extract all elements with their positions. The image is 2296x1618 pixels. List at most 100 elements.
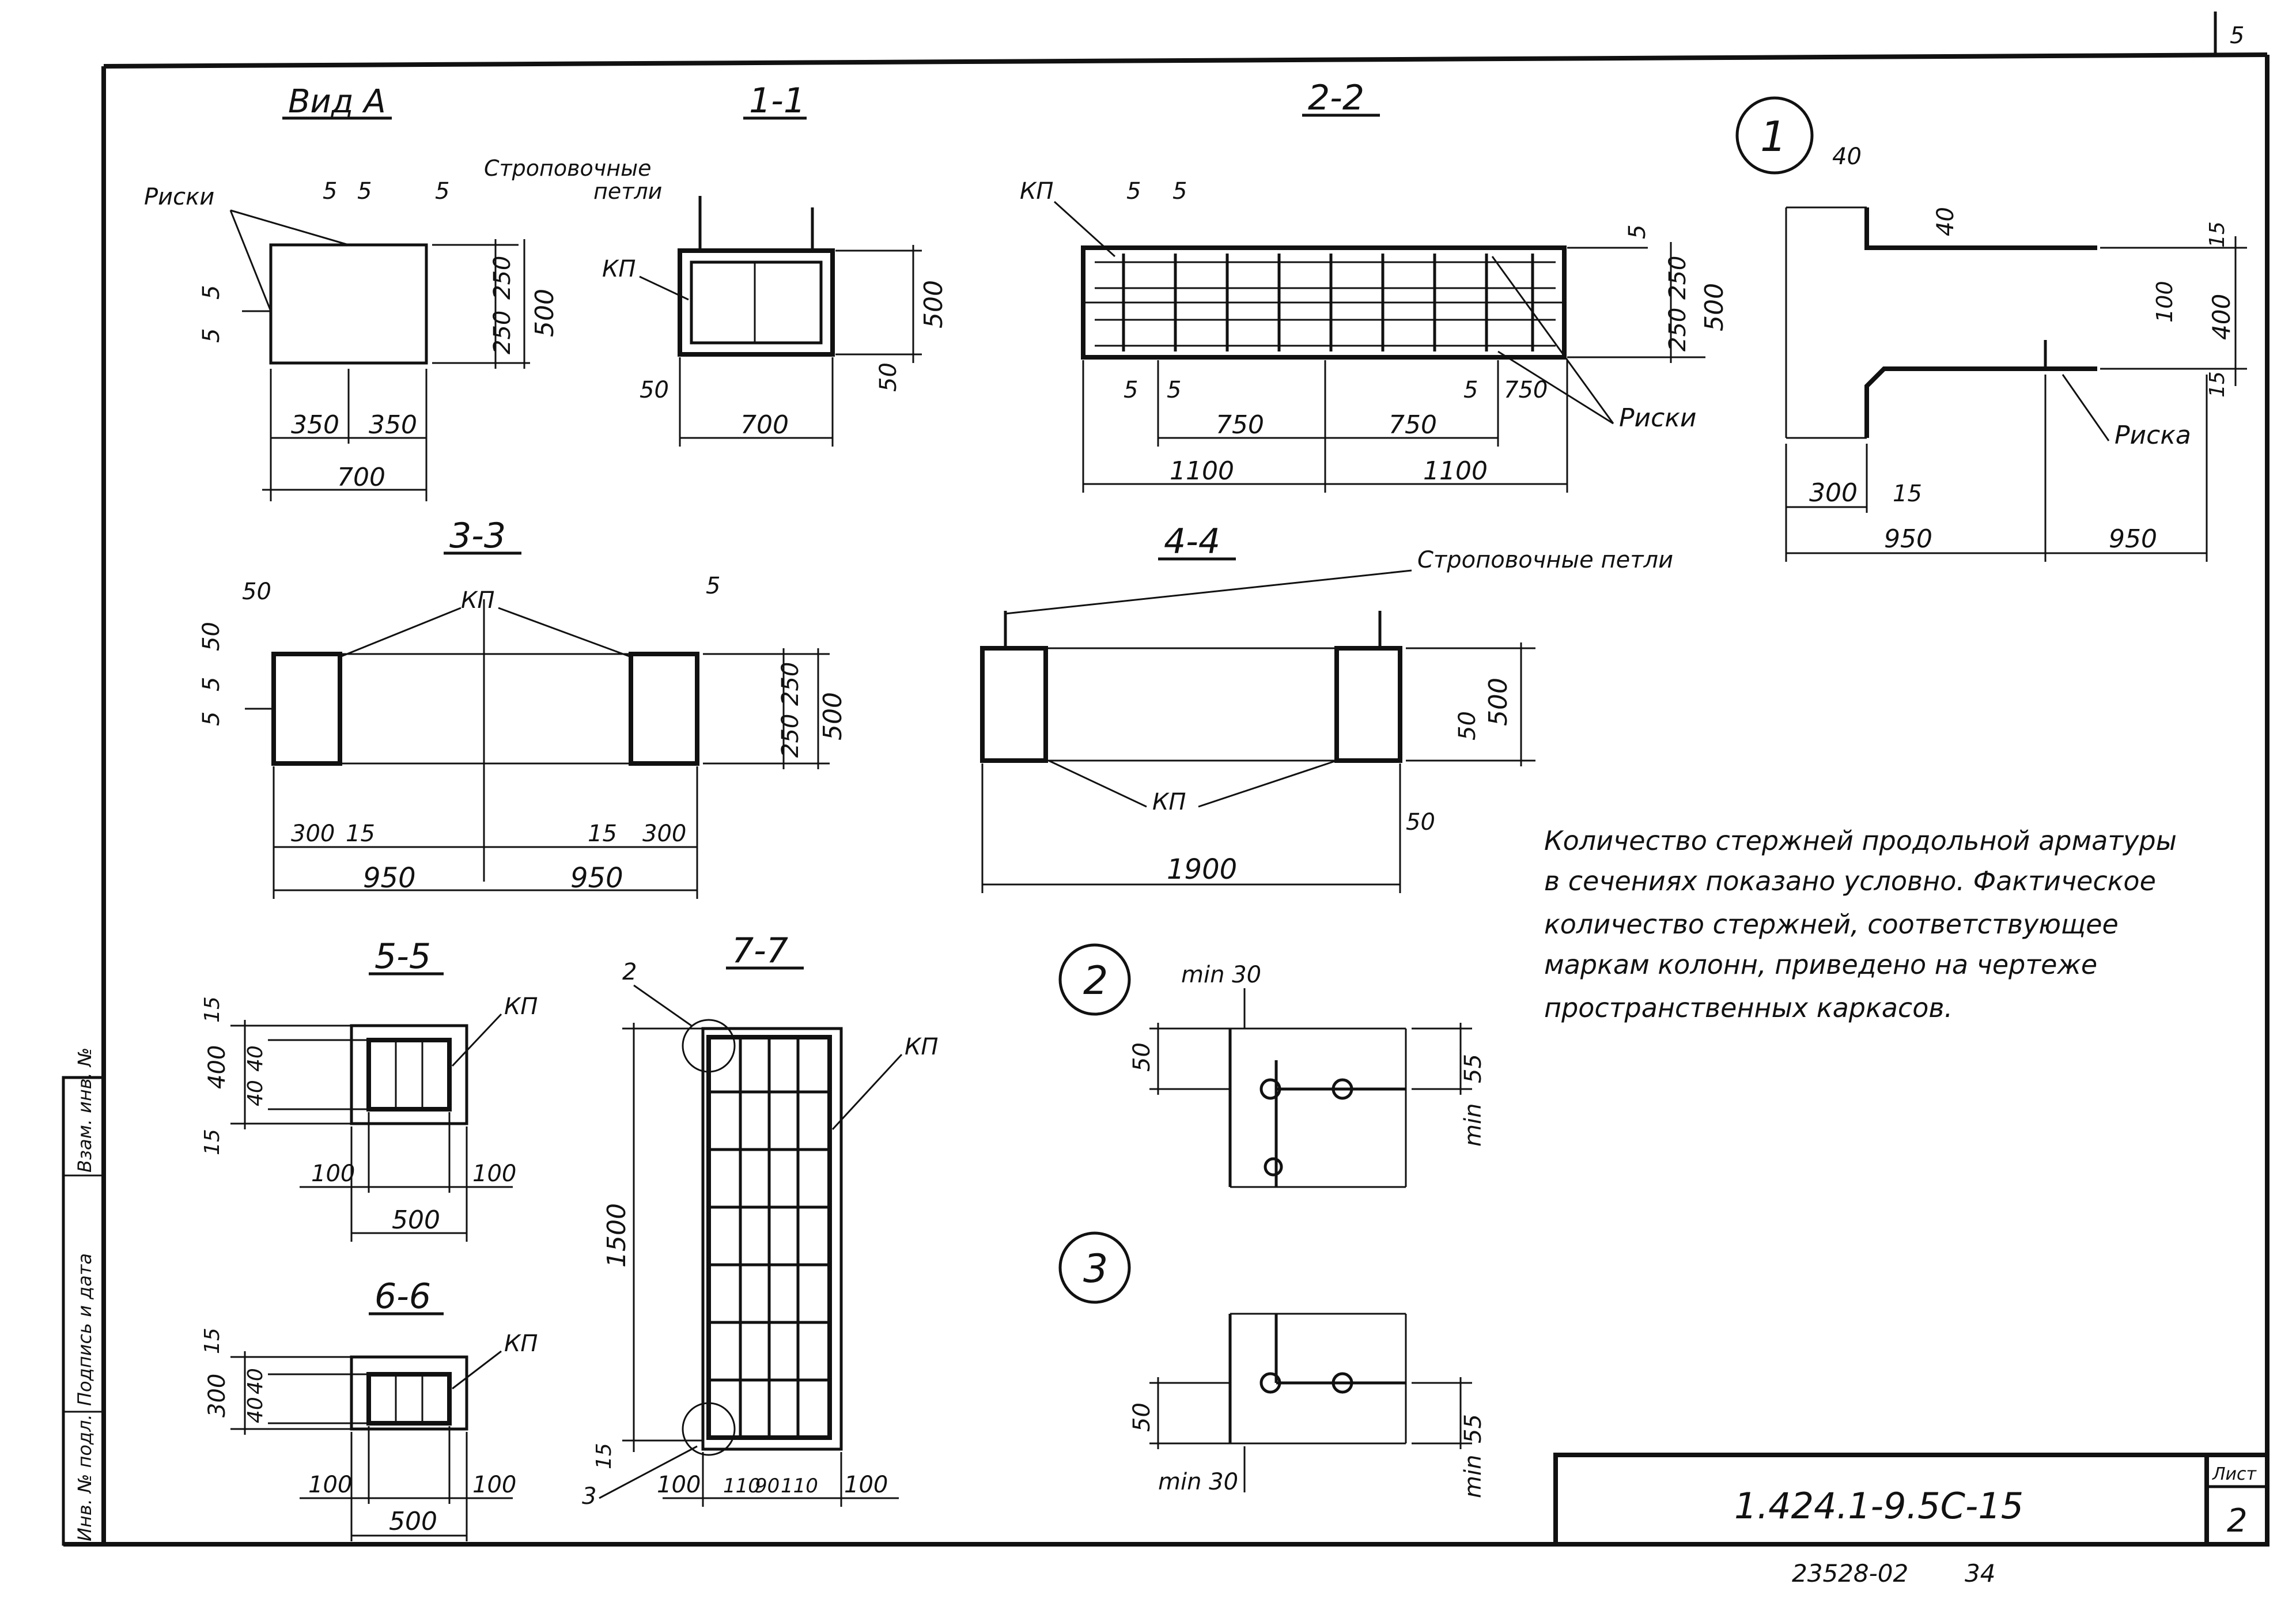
section-2-2-riski: Риски: [1619, 403, 1697, 433]
svg-text:min 30: min 30: [1158, 1469, 1238, 1495]
svg-text:5: 5: [435, 178, 449, 205]
node-3-num: 3: [1083, 1246, 1108, 1292]
svg-text:5: 5: [1463, 377, 1478, 403]
svg-text:5: 5: [706, 573, 720, 599]
section-7-7: 7-7 2 3 КП 1500 15 100 110: [582, 931, 938, 1510]
svg-text:500: 500: [392, 1205, 440, 1235]
svg-text:5: 5: [1126, 178, 1141, 205]
section-2-2-kp: КП: [1020, 178, 1053, 205]
svg-text:250: 250: [1665, 256, 1691, 300]
svg-text:50: 50: [198, 622, 225, 651]
top-note: 5: [2230, 22, 2244, 49]
svg-text:50: 50: [1129, 1042, 1155, 1072]
svg-text:5: 5: [198, 285, 225, 300]
title-block: 1.424.1-9.5С-15 Лист 2: [1553, 1453, 2269, 1547]
svg-text:500: 500: [1700, 283, 1729, 331]
sheet-number: 2: [2227, 1502, 2248, 1540]
section-3-3-kp: КП: [461, 587, 494, 614]
svg-text:40: 40: [244, 1397, 267, 1423]
svg-text:петли: петли: [593, 179, 662, 204]
stamp-podpis: Подпись и дата: [74, 1253, 96, 1406]
section-2-2: 2-2 КП Риски 250 250 500 5 5 5: [1020, 78, 1729, 493]
node-2: 2 50 min 30 55 min: [1058, 943, 1486, 1188]
node-1: 1 Риска 40 40 15 400 100 15 300 15 950 9…: [1735, 96, 2247, 562]
svg-text:700: 700: [740, 410, 789, 440]
svg-text:500: 500: [818, 692, 848, 740]
svg-text:5: 5: [323, 178, 337, 205]
svg-text:700: 700: [337, 463, 385, 492]
svg-text:300: 300: [291, 821, 335, 847]
svg-text:min: min: [1460, 1103, 1486, 1147]
view-a-loops: Строповочные: [484, 156, 651, 181]
stamp-vzam: Взам. инв. №: [74, 1048, 96, 1173]
section-6-6-title: 6-6: [375, 1276, 431, 1317]
svg-text:15: 15: [588, 821, 617, 847]
svg-text:50: 50: [1406, 809, 1435, 836]
svg-text:55: 55: [1460, 1054, 1486, 1083]
doc-code: 1.424.1-9.5С-15: [1734, 1485, 2023, 1527]
svg-text:1100: 1100: [1423, 456, 1488, 486]
section-1-1: 1-1 КП 500 50 700 50: [602, 81, 948, 447]
svg-text:100: 100: [472, 1472, 516, 1498]
svg-text:50: 50: [1454, 711, 1481, 740]
svg-text:100: 100: [657, 1472, 701, 1498]
node-1-riska: Риска: [2115, 421, 2191, 450]
svg-text:min 30: min 30: [1181, 962, 1261, 988]
note-line-3: количество стержней, соответствующее: [1544, 909, 2119, 940]
note-line-5: пространственных каркасов.: [1544, 992, 1953, 1023]
section-7-7-kp: КП: [905, 1034, 938, 1060]
view-a-title: Вид А: [288, 83, 386, 120]
sheet-label: Лист: [2212, 1464, 2257, 1484]
svg-text:15: 15: [2206, 221, 2229, 248]
node-1-num: 1: [1760, 112, 1787, 161]
svg-text:15: 15: [1893, 481, 1922, 507]
general-note: Количество стержней продольной арматуры …: [1544, 825, 2177, 1023]
section-7-7-grid: [709, 1037, 830, 1438]
svg-text:50: 50: [640, 377, 669, 403]
svg-text:15: 15: [2206, 371, 2229, 398]
node-1-marker: [1735, 96, 1814, 175]
callout-2: 2: [622, 959, 637, 985]
node-3-marker: [1058, 1231, 1131, 1304]
node-2-num: 2: [1083, 958, 1108, 1004]
svg-text:110: 110: [781, 1475, 818, 1498]
section-6-6-kp: КП: [504, 1330, 538, 1357]
section-2-2-title: 2-2: [1308, 78, 1364, 118]
section-3-3: 3-3 КП 250 250 500 50 5 50 5 5 300 15 15…: [198, 516, 848, 899]
svg-text:5: 5: [198, 712, 225, 726]
section-5-5-kp: КП: [504, 993, 538, 1020]
svg-text:950: 950: [1884, 524, 1932, 554]
svg-text:950: 950: [570, 862, 623, 894]
svg-text:15: 15: [346, 821, 375, 847]
section-6-6: 6-6 КП 15 300 40 40 100 100 500: [201, 1276, 538, 1541]
section-7-7-title: 7-7: [732, 931, 788, 971]
svg-text:400: 400: [2207, 294, 2236, 340]
svg-text:350: 350: [291, 410, 339, 440]
svg-text:40: 40: [244, 1045, 267, 1072]
svg-text:5: 5: [198, 328, 225, 343]
section-4-4-loops: Строповочные петли: [1417, 547, 1673, 573]
svg-text:250: 250: [489, 311, 516, 354]
note-line-1: Количество стержней продольной арматуры: [1544, 825, 2177, 856]
section-3-3-title: 3-3: [449, 516, 506, 556]
svg-text:15: 15: [201, 996, 224, 1023]
sheet-frame: Взам. инв. № Подпись и дата Инв. № подл.…: [62, 12, 2269, 1547]
svg-text:5: 5: [1624, 225, 1651, 239]
stamp-inv: Инв. № подл.: [74, 1414, 96, 1541]
svg-text:min: min: [1460, 1455, 1486, 1498]
svg-text:15: 15: [201, 1328, 224, 1354]
svg-text:50: 50: [875, 362, 902, 392]
svg-text:750: 750: [1216, 410, 1264, 440]
svg-text:950: 950: [2109, 524, 2157, 554]
svg-text:300: 300: [1809, 478, 1858, 508]
section-4-4-kp: КП: [1152, 789, 1186, 815]
svg-text:1900: 1900: [1167, 853, 1237, 886]
svg-text:1100: 1100: [1170, 456, 1234, 486]
note-line-2: в сечениях показано условно. Фактическое: [1544, 865, 2156, 897]
svg-text:250: 250: [777, 662, 804, 706]
archive-page: 34: [1965, 1559, 1995, 1587]
svg-text:5: 5: [1167, 377, 1181, 403]
svg-text:250: 250: [1665, 308, 1691, 351]
svg-text:250: 250: [489, 256, 516, 300]
